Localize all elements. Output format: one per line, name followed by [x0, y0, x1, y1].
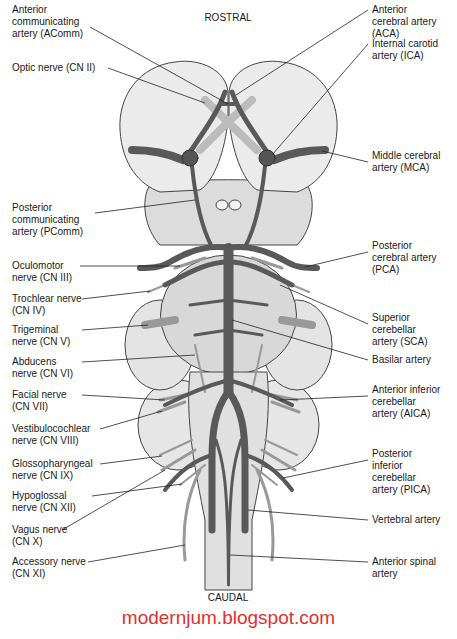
artery-label: Posterior communicating artery (PComm): [12, 202, 92, 238]
leader-line: [95, 200, 195, 213]
middle-cerebral-artery: [132, 150, 325, 160]
nerve-label: Hypoglossal nerve (CN XII): [12, 490, 92, 514]
leader-line: [280, 396, 368, 400]
nerve-label: Trigeminal nerve (CN V): [12, 324, 82, 348]
mammillary-body: [229, 200, 241, 210]
leader-line: [82, 325, 148, 330]
cranial-nerves: [145, 100, 312, 560]
brain-tissue: [120, 61, 337, 590]
vagus-nerve: [162, 450, 295, 470]
nerve-label: Abducens nerve (CN VI): [12, 356, 82, 380]
glossopharyngeal-nerve: [160, 440, 297, 455]
vertebral-artery: [212, 392, 245, 530]
artery-label: Middle cerebral artery (MCA): [372, 150, 444, 174]
leader-line: [108, 68, 205, 103]
medulla: [189, 372, 269, 590]
posterior-communicating-artery: [192, 166, 265, 247]
artery-label: Posterior cerebral artery (PCA): [372, 240, 444, 276]
leader-line: [82, 395, 165, 400]
leader-line: [82, 355, 195, 362]
nerve-label: Vestibulocochlear nerve (CN VIII): [12, 423, 102, 447]
artery-label: Anterior communicating artery (AComm): [12, 4, 92, 40]
leader-line: [88, 545, 185, 562]
artery-label: Internal carotid artery (ICA): [372, 38, 444, 62]
anterior-communicating-artery: [223, 102, 234, 106]
anterior-spinal-artery: [216, 440, 241, 585]
nerve-label: Optic nerve (CN II): [12, 62, 122, 74]
vestibulocochlear-nerve: [158, 402, 299, 412]
mammillary-body: [216, 200, 228, 210]
leader-line: [80, 266, 180, 267]
leader-line: [100, 456, 162, 464]
leader-line: [305, 252, 368, 267]
internal-carotid-artery: [259, 150, 275, 166]
nerve-label: Oculomotor nerve (CN III): [12, 260, 82, 284]
leader-line: [90, 27, 228, 104]
artery-label: Anterior spinal artery: [372, 556, 444, 580]
leader-line: [272, 44, 368, 155]
nerve-label: Accessory nerve (CN XI): [12, 556, 88, 580]
artery-label: Vertebral artery: [372, 514, 444, 526]
nerve-label: Vagus nerve (CN X): [12, 524, 72, 548]
nerve-label: Trochlear nerve (CN IV): [12, 293, 82, 317]
artery-label: Posterior inferior cerebellar artery (PI…: [372, 448, 444, 496]
leader-line: [248, 510, 368, 520]
posterior-inferior-cerebellar-artery: [165, 455, 292, 490]
leader-line: [82, 291, 150, 299]
leader-line: [230, 555, 368, 562]
artery-label: Basilar artery: [372, 354, 444, 366]
anterior-cerebral-artery: [190, 92, 267, 152]
leader-lines: [62, 10, 368, 562]
leader-line: [92, 484, 182, 496]
leader-line: [280, 285, 368, 324]
internal-carotid-artery: [182, 150, 198, 166]
left-hemisphere: [120, 61, 228, 192]
right-hemisphere: [229, 61, 337, 192]
nerve-label: Glossopharyngeal nerve (CN IX): [12, 458, 102, 482]
leader-line: [236, 10, 368, 95]
orientation-label: CAUDAL: [198, 592, 258, 604]
leader-line: [100, 411, 162, 429]
leader-line: [232, 320, 368, 360]
artery-label: Superior cerebellar artery (SCA): [372, 312, 444, 348]
leader-line: [322, 151, 368, 162]
artery-label: Anterior cerebral artery (ACA): [372, 4, 444, 40]
leader-line: [283, 460, 368, 478]
leader-line: [62, 470, 165, 530]
orientation-label: ROSTRAL: [198, 12, 258, 24]
artery-label: Anterior inferior cerebellar artery (AIC…: [372, 384, 444, 420]
nerve-label: Facial nerve (CN VII): [12, 389, 82, 413]
watermark: modernjum.blogspot.com: [80, 606, 377, 629]
